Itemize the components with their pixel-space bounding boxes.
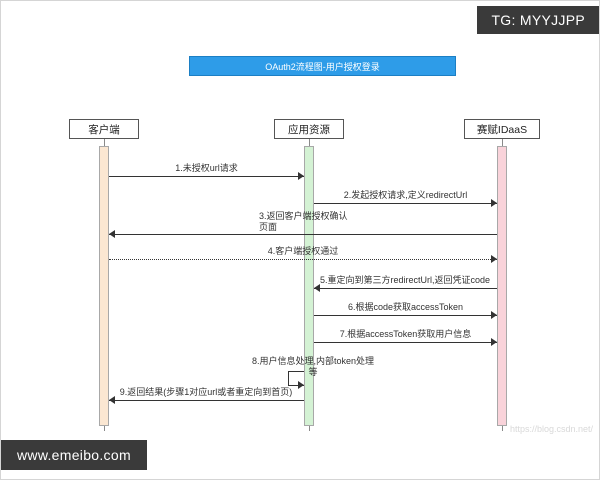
message-label: 9.返回结果(步骤1对应url或者重定向到首页): [119, 387, 293, 397]
message-line: [314, 203, 497, 204]
message-line: [314, 315, 497, 316]
message-label: 7.根据accessToken获取用户信息: [339, 329, 472, 339]
message-label: 8.用户信息处理,内部token处理等: [251, 356, 375, 377]
message-label: 4.客户端授权通过: [267, 246, 339, 256]
message-line: [109, 234, 497, 235]
actor-idaas: 赛赋IDaaS: [464, 119, 540, 139]
arrowhead-right-icon: [491, 311, 497, 319]
message-label: 6.根据code获取accessToken: [347, 302, 464, 312]
arrowhead-right-icon: [298, 172, 304, 180]
arrowhead-right-icon: [491, 255, 497, 263]
message-line: [314, 288, 497, 289]
message-label: 5.重定向到第三方redirectUrl,返回凭证code: [319, 275, 491, 285]
message-label: 2.发起授权请求,定义redirectUrl: [343, 190, 468, 200]
message-line-dotted: [109, 259, 497, 260]
actor-app-resource: 应用资源: [274, 119, 344, 139]
activation-bar-app-resource: [304, 146, 314, 426]
message-label: 3.返回客户端授权确认页面: [259, 211, 348, 232]
self-loop-bottom-line: [288, 385, 304, 386]
arrowhead-left-icon: [109, 396, 115, 404]
csdn-watermark: https://blog.csdn.net/: [509, 424, 593, 434]
site-badge: www.emeibo.com: [1, 440, 147, 470]
message-label: 1.未授权url请求: [175, 163, 238, 173]
tg-badge: TG: MYYJJPP: [477, 6, 599, 34]
message-line: [109, 400, 304, 401]
message-line: [109, 176, 304, 177]
activation-bar-idaas: [497, 146, 507, 426]
arrowhead-right-icon: [491, 338, 497, 346]
arrowhead-left-icon: [314, 284, 320, 292]
activation-bar-client: [99, 146, 109, 426]
actor-client: 客户端: [69, 119, 139, 139]
self-loop-side-line: [288, 371, 289, 385]
diagram-title: OAuth2流程图-用户授权登录: [189, 56, 456, 76]
arrowhead-left-icon: [109, 230, 115, 238]
arrowhead-right-icon: [491, 199, 497, 207]
self-loop-top-line: [288, 371, 304, 372]
message-line: [314, 342, 497, 343]
arrowhead-right-icon: [298, 381, 304, 389]
